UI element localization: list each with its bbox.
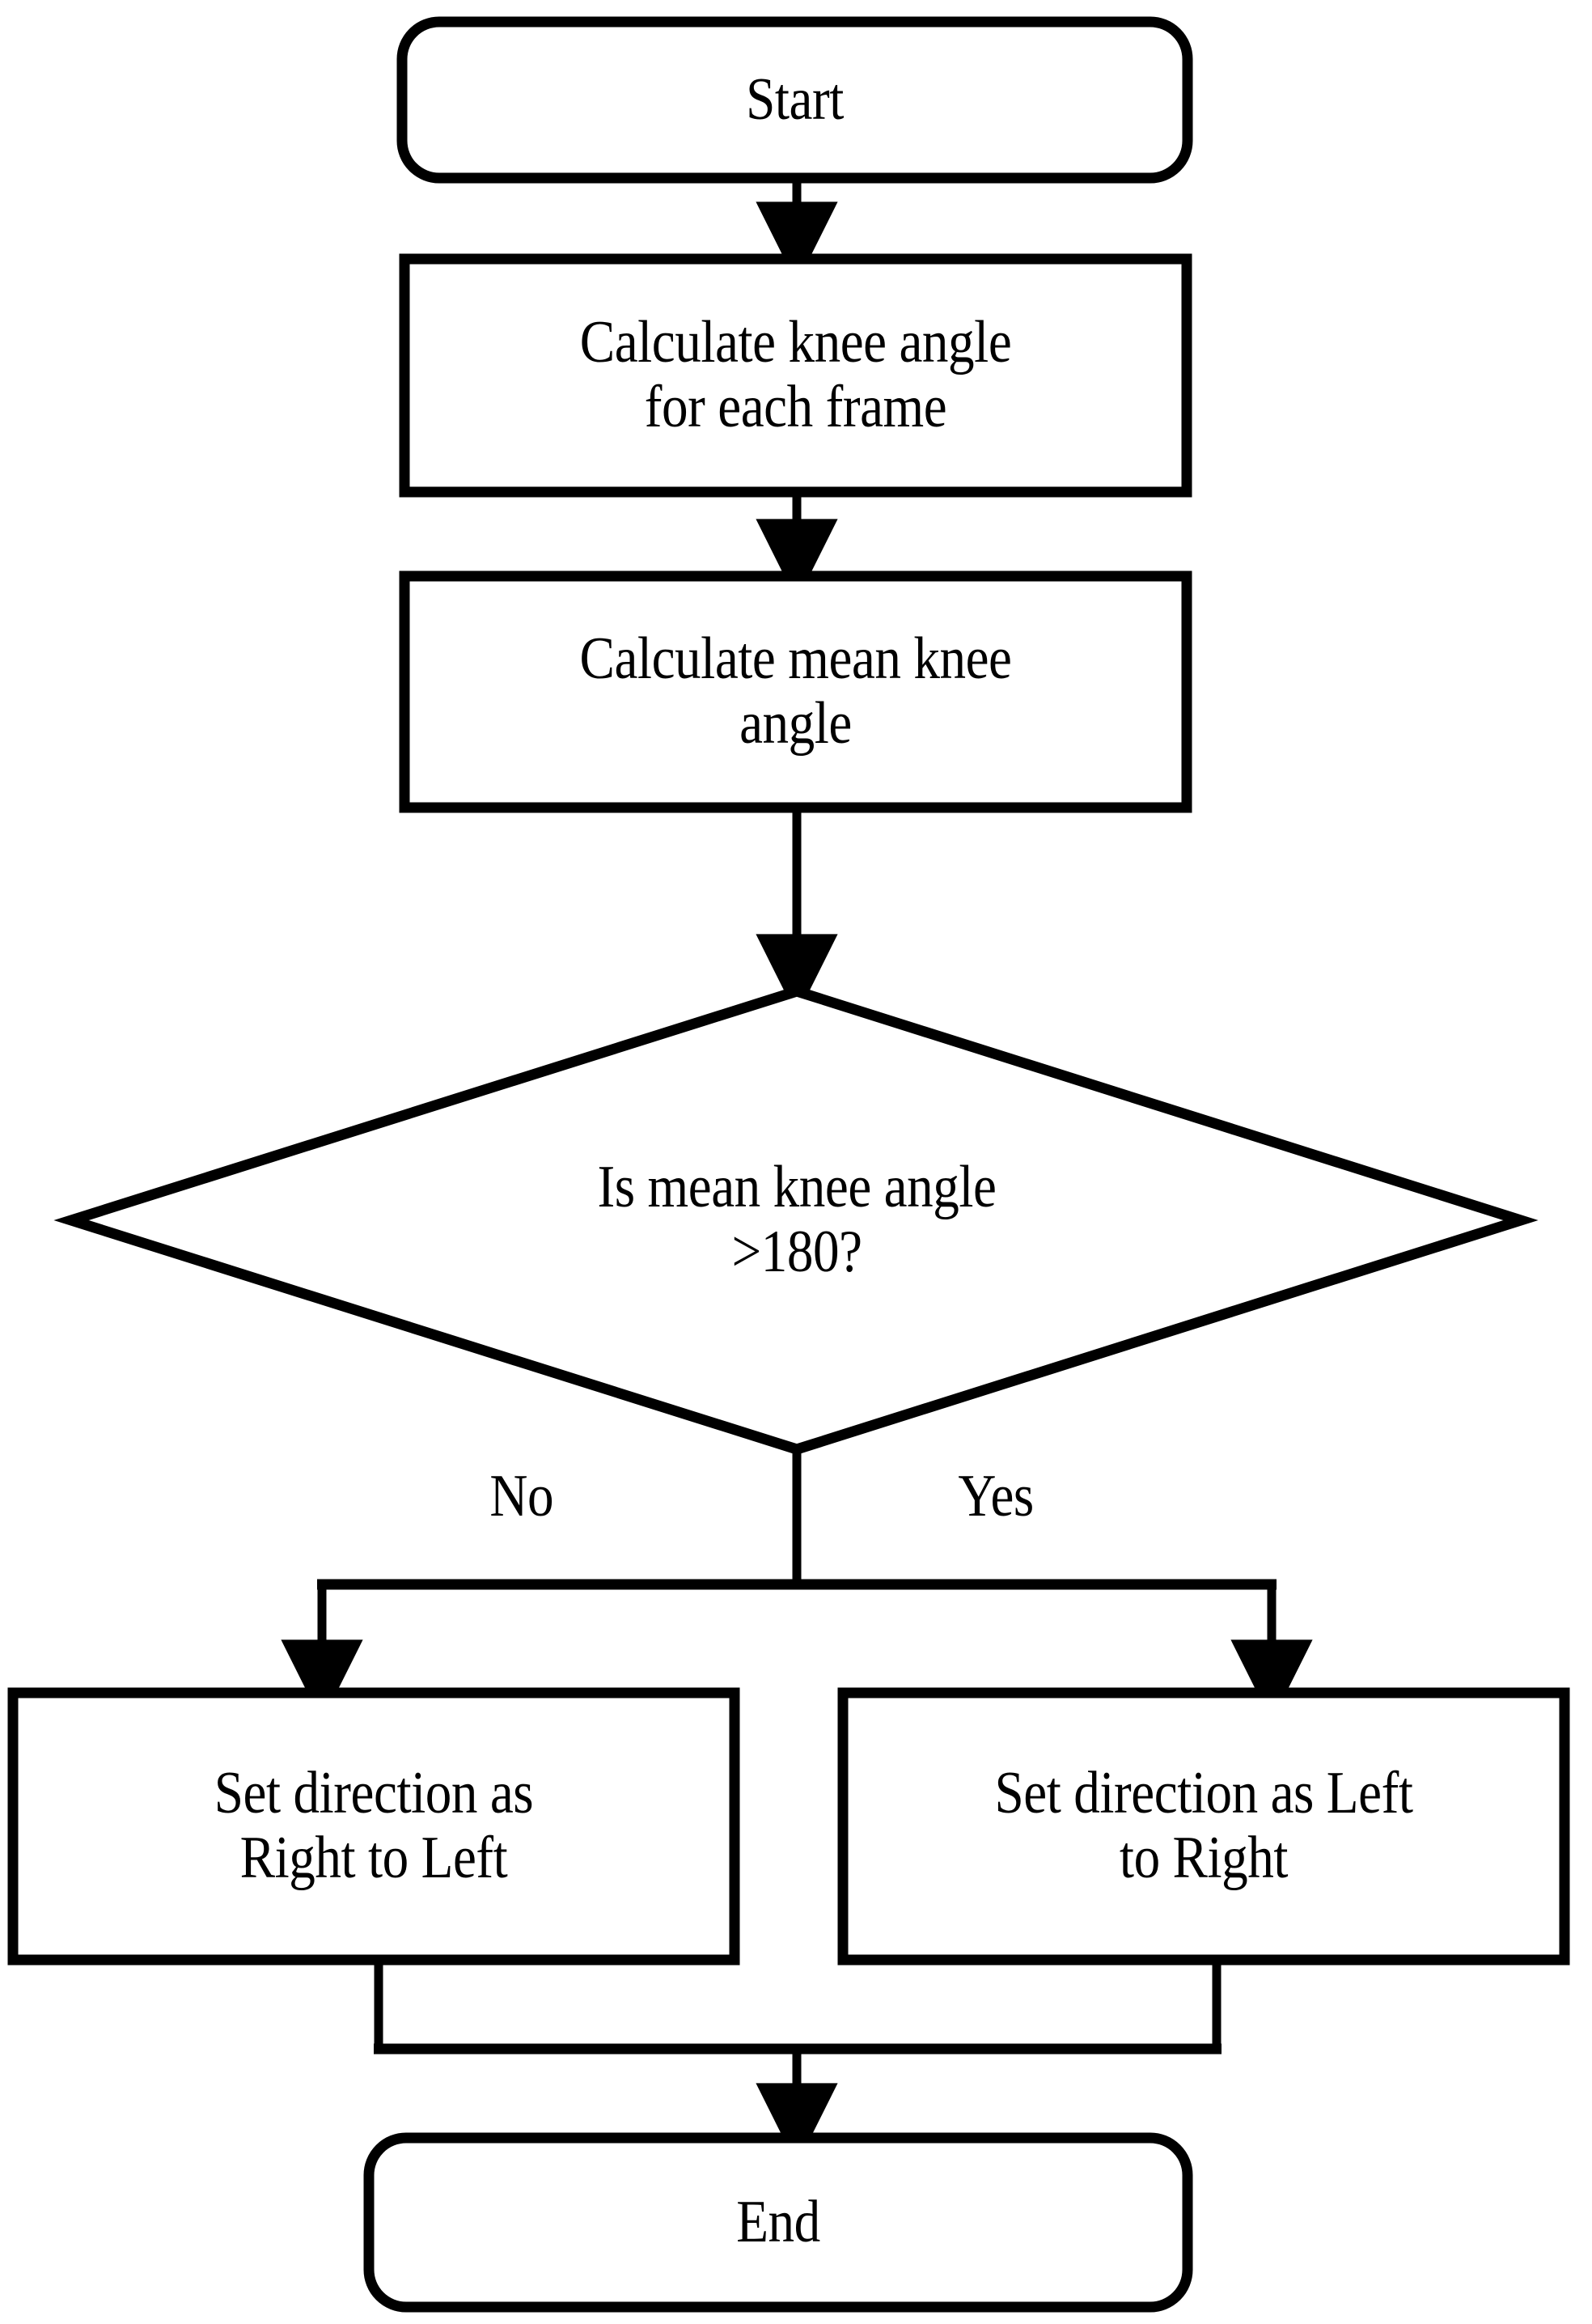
node-set-left-to-right-shape[interactable] <box>837 1687 1570 1966</box>
edge-label-yes: Yes <box>958 1463 1034 1529</box>
node-start-shape[interactable] <box>396 16 1193 184</box>
node-calc-mean-angle-shape[interactable] <box>399 570 1192 813</box>
node-calc-frame-angle-shape[interactable] <box>399 253 1192 498</box>
node-decision-shape[interactable] <box>53 986 1539 1455</box>
node-set-right-to-left-shape[interactable] <box>7 1687 740 1966</box>
edge-label-no: No <box>489 1463 554 1529</box>
node-end-shape[interactable] <box>363 2132 1193 2313</box>
